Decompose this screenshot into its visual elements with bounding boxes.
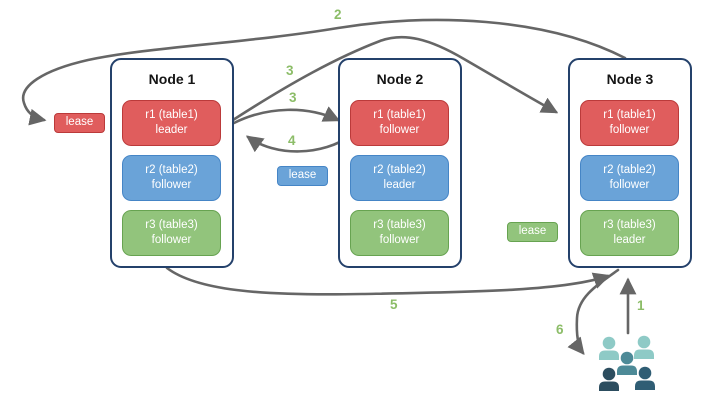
node-1: Node 1 r1 (table1) leader r2 (table2) fo… xyxy=(110,58,234,268)
replica-name: r1 (table1) xyxy=(145,109,198,122)
step-label-3a: 3 xyxy=(286,63,294,78)
replica-role: leader xyxy=(613,234,646,246)
arrow-step5-node1-to-node3 xyxy=(165,266,611,296)
person-icon xyxy=(634,335,654,359)
replica-role: leader xyxy=(155,124,188,136)
node3-replica-r1: r1 (table1) follower xyxy=(580,100,679,146)
replica-role: leader xyxy=(383,179,416,191)
node2-replica-r2: r2 (table2) leader xyxy=(350,155,449,201)
lease-badge-r1: lease xyxy=(54,113,105,133)
replica-role: follower xyxy=(151,234,192,246)
node-2: Node 2 r1 (table1) follower r2 (table2) … xyxy=(338,58,462,268)
step-label-6: 6 xyxy=(556,322,564,337)
replica-name: r2 (table2) xyxy=(603,164,656,177)
node1-replica-r2: r2 (table2) follower xyxy=(122,155,221,201)
node3-replica-r3: r3 (table3) leader xyxy=(580,210,679,256)
step-label-1: 1 xyxy=(637,298,645,313)
step-label-2: 2 xyxy=(334,7,342,22)
step-label-5: 5 xyxy=(390,297,398,312)
replica-role: follower xyxy=(379,124,420,136)
node-3-title: Node 3 xyxy=(606,71,654,87)
node1-replica-r1: r1 (table1) leader xyxy=(122,100,221,146)
replica-role: follower xyxy=(609,179,650,191)
arrow-step4-node2-to-node1 xyxy=(245,133,354,153)
lease-badge-r3: lease xyxy=(507,222,558,242)
node-3: Node 3 r1 (table1) follower r2 (table2) … xyxy=(568,58,692,268)
node2-replica-r3: r3 (table3) follower xyxy=(350,210,449,256)
arrow-step6-node3-to-users xyxy=(567,268,620,355)
replica-role: follower xyxy=(379,234,420,246)
replica-role: follower xyxy=(609,124,650,136)
node1-replica-r3: r3 (table3) follower xyxy=(122,210,221,256)
step-label-4: 4 xyxy=(288,133,296,148)
arrow-step3-node1-to-node2 xyxy=(232,106,341,125)
replica-role: follower xyxy=(151,179,192,191)
replica-name: r3 (table3) xyxy=(373,219,426,232)
node3-replica-r2: r2 (table2) follower xyxy=(580,155,679,201)
step-label-3b: 3 xyxy=(289,90,297,105)
replica-name: r3 (table3) xyxy=(145,219,198,232)
person-icon xyxy=(617,351,637,375)
person-icon xyxy=(635,366,655,390)
replica-name: r2 (table2) xyxy=(145,164,198,177)
person-icon xyxy=(599,367,619,391)
replica-name: r1 (table1) xyxy=(373,109,426,122)
person-icon xyxy=(599,336,619,360)
node2-replica-r1: r1 (table1) follower xyxy=(350,100,449,146)
replica-name: r2 (table2) xyxy=(373,164,426,177)
node-2-title: Node 2 xyxy=(376,71,424,87)
node-1-title: Node 1 xyxy=(148,71,196,87)
replica-name: r3 (table3) xyxy=(603,219,656,232)
lease-badge-r2: lease xyxy=(277,166,328,186)
replica-name: r1 (table1) xyxy=(603,109,656,122)
